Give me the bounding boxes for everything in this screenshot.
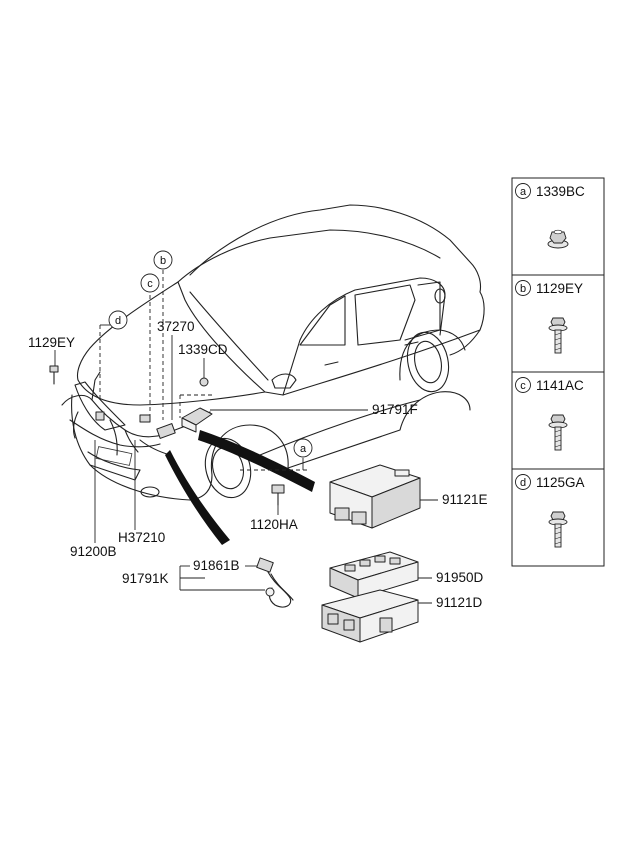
- label-1339cd: 1339CD: [178, 342, 228, 357]
- harness-band-right: [198, 430, 315, 492]
- marker-d: d: [108, 310, 128, 330]
- label-91791f: 91791F: [372, 402, 418, 417]
- harness-band-left: [165, 450, 230, 545]
- bolt-1120ha: [271, 484, 285, 506]
- marker-b: b: [153, 250, 173, 270]
- battery-cable-91861b: [256, 557, 294, 608]
- legend-part-1339bc: 1339BC: [536, 184, 585, 199]
- fastener-1129ey: [49, 365, 59, 385]
- junction-box-91121e: [329, 464, 421, 529]
- legend-part-1141ac: 1141AC: [536, 378, 584, 393]
- label-91861b: 91861B: [193, 558, 240, 573]
- label-91121d: 91121D: [436, 595, 483, 610]
- svg-text:d: d: [115, 315, 121, 327]
- svg-text:b: b: [520, 283, 526, 295]
- fuse-box-91950d: [329, 551, 419, 599]
- junction-box-91121d: [321, 589, 419, 643]
- label-1120ha: 1120HA: [250, 517, 298, 532]
- svg-text:a: a: [520, 186, 527, 198]
- label-1129ey: 1129EY: [28, 335, 75, 350]
- svg-text:a: a: [300, 443, 307, 455]
- engine-fuse-box: [181, 407, 213, 433]
- label-91791k: 91791K: [122, 571, 169, 586]
- legend-row-d: d 1125GA: [515, 474, 585, 548]
- car-illustration: [71, 204, 485, 501]
- front-wiring-harness: [61, 371, 211, 456]
- label-91121e: 91121E: [442, 492, 488, 507]
- svg-text:c: c: [520, 380, 526, 392]
- legend-part-1129ey: 1129EY: [536, 281, 583, 296]
- label-h37210: H37210: [118, 530, 165, 545]
- label-91200b: 91200B: [70, 544, 117, 559]
- label-37270: 37270: [157, 319, 195, 334]
- marker-a: a: [293, 438, 313, 458]
- legend-row-c: c 1141AC: [515, 377, 584, 451]
- callout-labels: 1129EY 37270 1339CD 91791F 91121E 1120HA…: [28, 319, 488, 610]
- svg-text:c: c: [147, 278, 153, 290]
- fastener-1339cd: [199, 377, 209, 387]
- legend-row-a: a 1339BC: [515, 183, 585, 249]
- legend-row-b: b 1129EY: [515, 280, 583, 354]
- fastener-legend: a 1339BC b 1129EY c 1141AC: [511, 177, 605, 567]
- label-91950d: 91950D: [436, 570, 484, 585]
- marker-c: c: [140, 273, 160, 293]
- svg-text:d: d: [520, 477, 526, 489]
- legend-part-1125ga: 1125GA: [536, 475, 585, 490]
- flange-bolt-icon: [548, 511, 568, 548]
- svg-text:b: b: [160, 255, 166, 267]
- flange-bolt-icon: [548, 414, 568, 451]
- flange-nut-icon: [547, 229, 569, 249]
- flange-bolt-icon: [548, 317, 568, 354]
